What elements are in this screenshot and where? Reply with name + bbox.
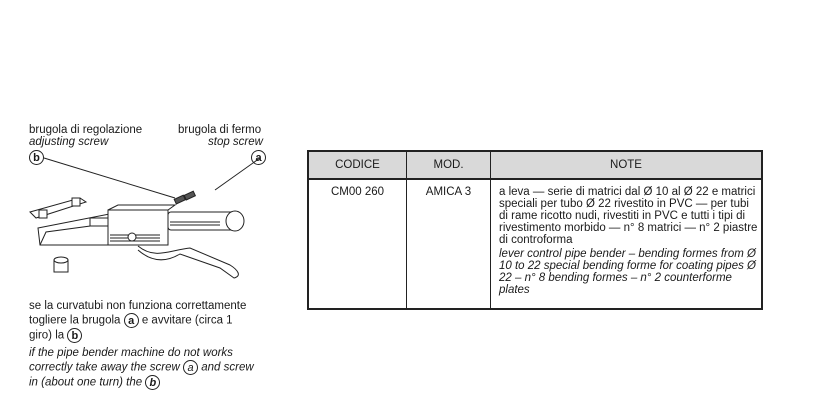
marker-b-inline: b: [67, 327, 83, 343]
instructions-it-line2a: togliere la brugola: [29, 314, 121, 327]
pipe-bender-drawing-icon: [29, 157, 261, 279]
instructions-it-line2b: e avvitare (circa 1: [141, 314, 233, 327]
cell-codice: CM00 260: [307, 179, 407, 309]
marker-a-inline-en: a: [183, 359, 199, 375]
table-row: CM00 260 AMICA 3 a leva — serie di matri…: [307, 179, 763, 309]
instructions-english: if the pipe bender machine do not works …: [29, 347, 279, 390]
spec-table: CODICE MOD. NOTE CM00 260 AMICA 3 a leva…: [307, 150, 763, 310]
instructions-en-line3a: in (about one turn) the: [29, 376, 143, 389]
instructions-it-line1: se la curvatubi non funziona correttamen…: [29, 300, 247, 312]
instructions-italian: se la curvatubi non funziona correttamen…: [29, 300, 279, 343]
adjusting-screw-label-it: brugola di regolazione: [29, 124, 143, 136]
instructions-en-line1: if the pipe bender machine do not works: [29, 347, 233, 359]
instructions-en-line2a: correctly take away the screw: [29, 361, 180, 374]
table-header-row: CODICE MOD. NOTE: [307, 150, 763, 180]
note-english: lever control pipe bender – bending form…: [499, 248, 756, 296]
adjusting-screw-label-en: adjusting screw: [29, 136, 109, 148]
note-italian: a leva — serie di matrici dal Ø 10 al Ø …: [499, 186, 758, 246]
marker-b: b: [29, 150, 44, 165]
header-codice: CODICE: [307, 150, 407, 180]
header-mod: MOD.: [406, 150, 491, 180]
marker-b-inline-en: b: [145, 374, 161, 390]
cell-note: a leva — serie di matrici dal Ø 10 al Ø …: [490, 179, 763, 309]
header-note: NOTE: [490, 150, 763, 180]
instructions-it-line3a: giro) la: [29, 329, 65, 342]
stop-screw-label-en: stop screw: [208, 136, 263, 148]
cell-mod: AMICA 3: [406, 179, 491, 309]
stop-screw-label-it: brugola di fermo: [178, 124, 262, 136]
instructions-en-line2b: and screw: [201, 361, 254, 374]
marker-a-inline: a: [123, 312, 139, 328]
